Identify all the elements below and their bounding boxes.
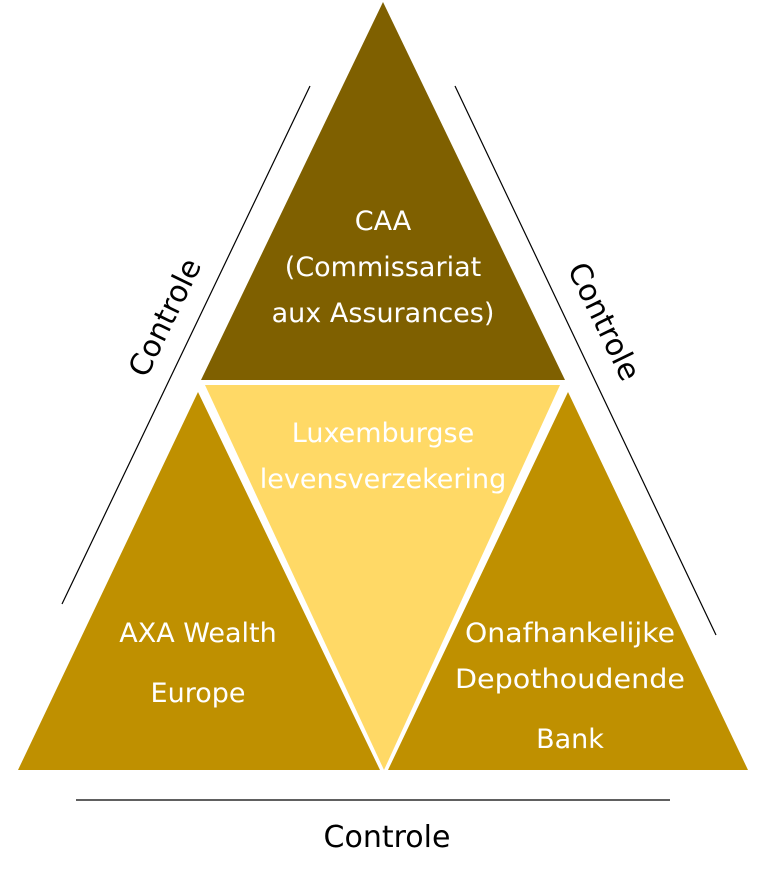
center-label-line-2: levensverzekering xyxy=(260,464,507,495)
left-control-label: Controle xyxy=(122,253,209,382)
right-label-line-2: Depothoudende xyxy=(455,664,685,695)
top-label-line-1: CAA xyxy=(355,206,412,237)
right-control-line xyxy=(454,85,717,636)
bottom-control-label: Controle xyxy=(324,820,451,855)
right-label-line-3: Bank xyxy=(536,724,604,755)
top-triangle xyxy=(201,2,565,380)
right-triangle xyxy=(388,392,748,770)
top-label-line-3: aux Assurances) xyxy=(272,298,495,329)
left-control-line xyxy=(61,85,311,605)
right-label-line-1: Onafhankelijke xyxy=(465,618,675,649)
top-label-line-2: (Commissariat xyxy=(285,252,481,283)
center-label-line-1: Luxemburgse xyxy=(292,418,474,449)
center-triangle xyxy=(205,385,560,770)
right-control-label: Controle xyxy=(560,257,647,386)
left-label-line-1: AXA Wealth xyxy=(119,618,277,649)
left-triangle xyxy=(18,392,380,770)
left-label-line-2: Europe xyxy=(151,678,246,709)
